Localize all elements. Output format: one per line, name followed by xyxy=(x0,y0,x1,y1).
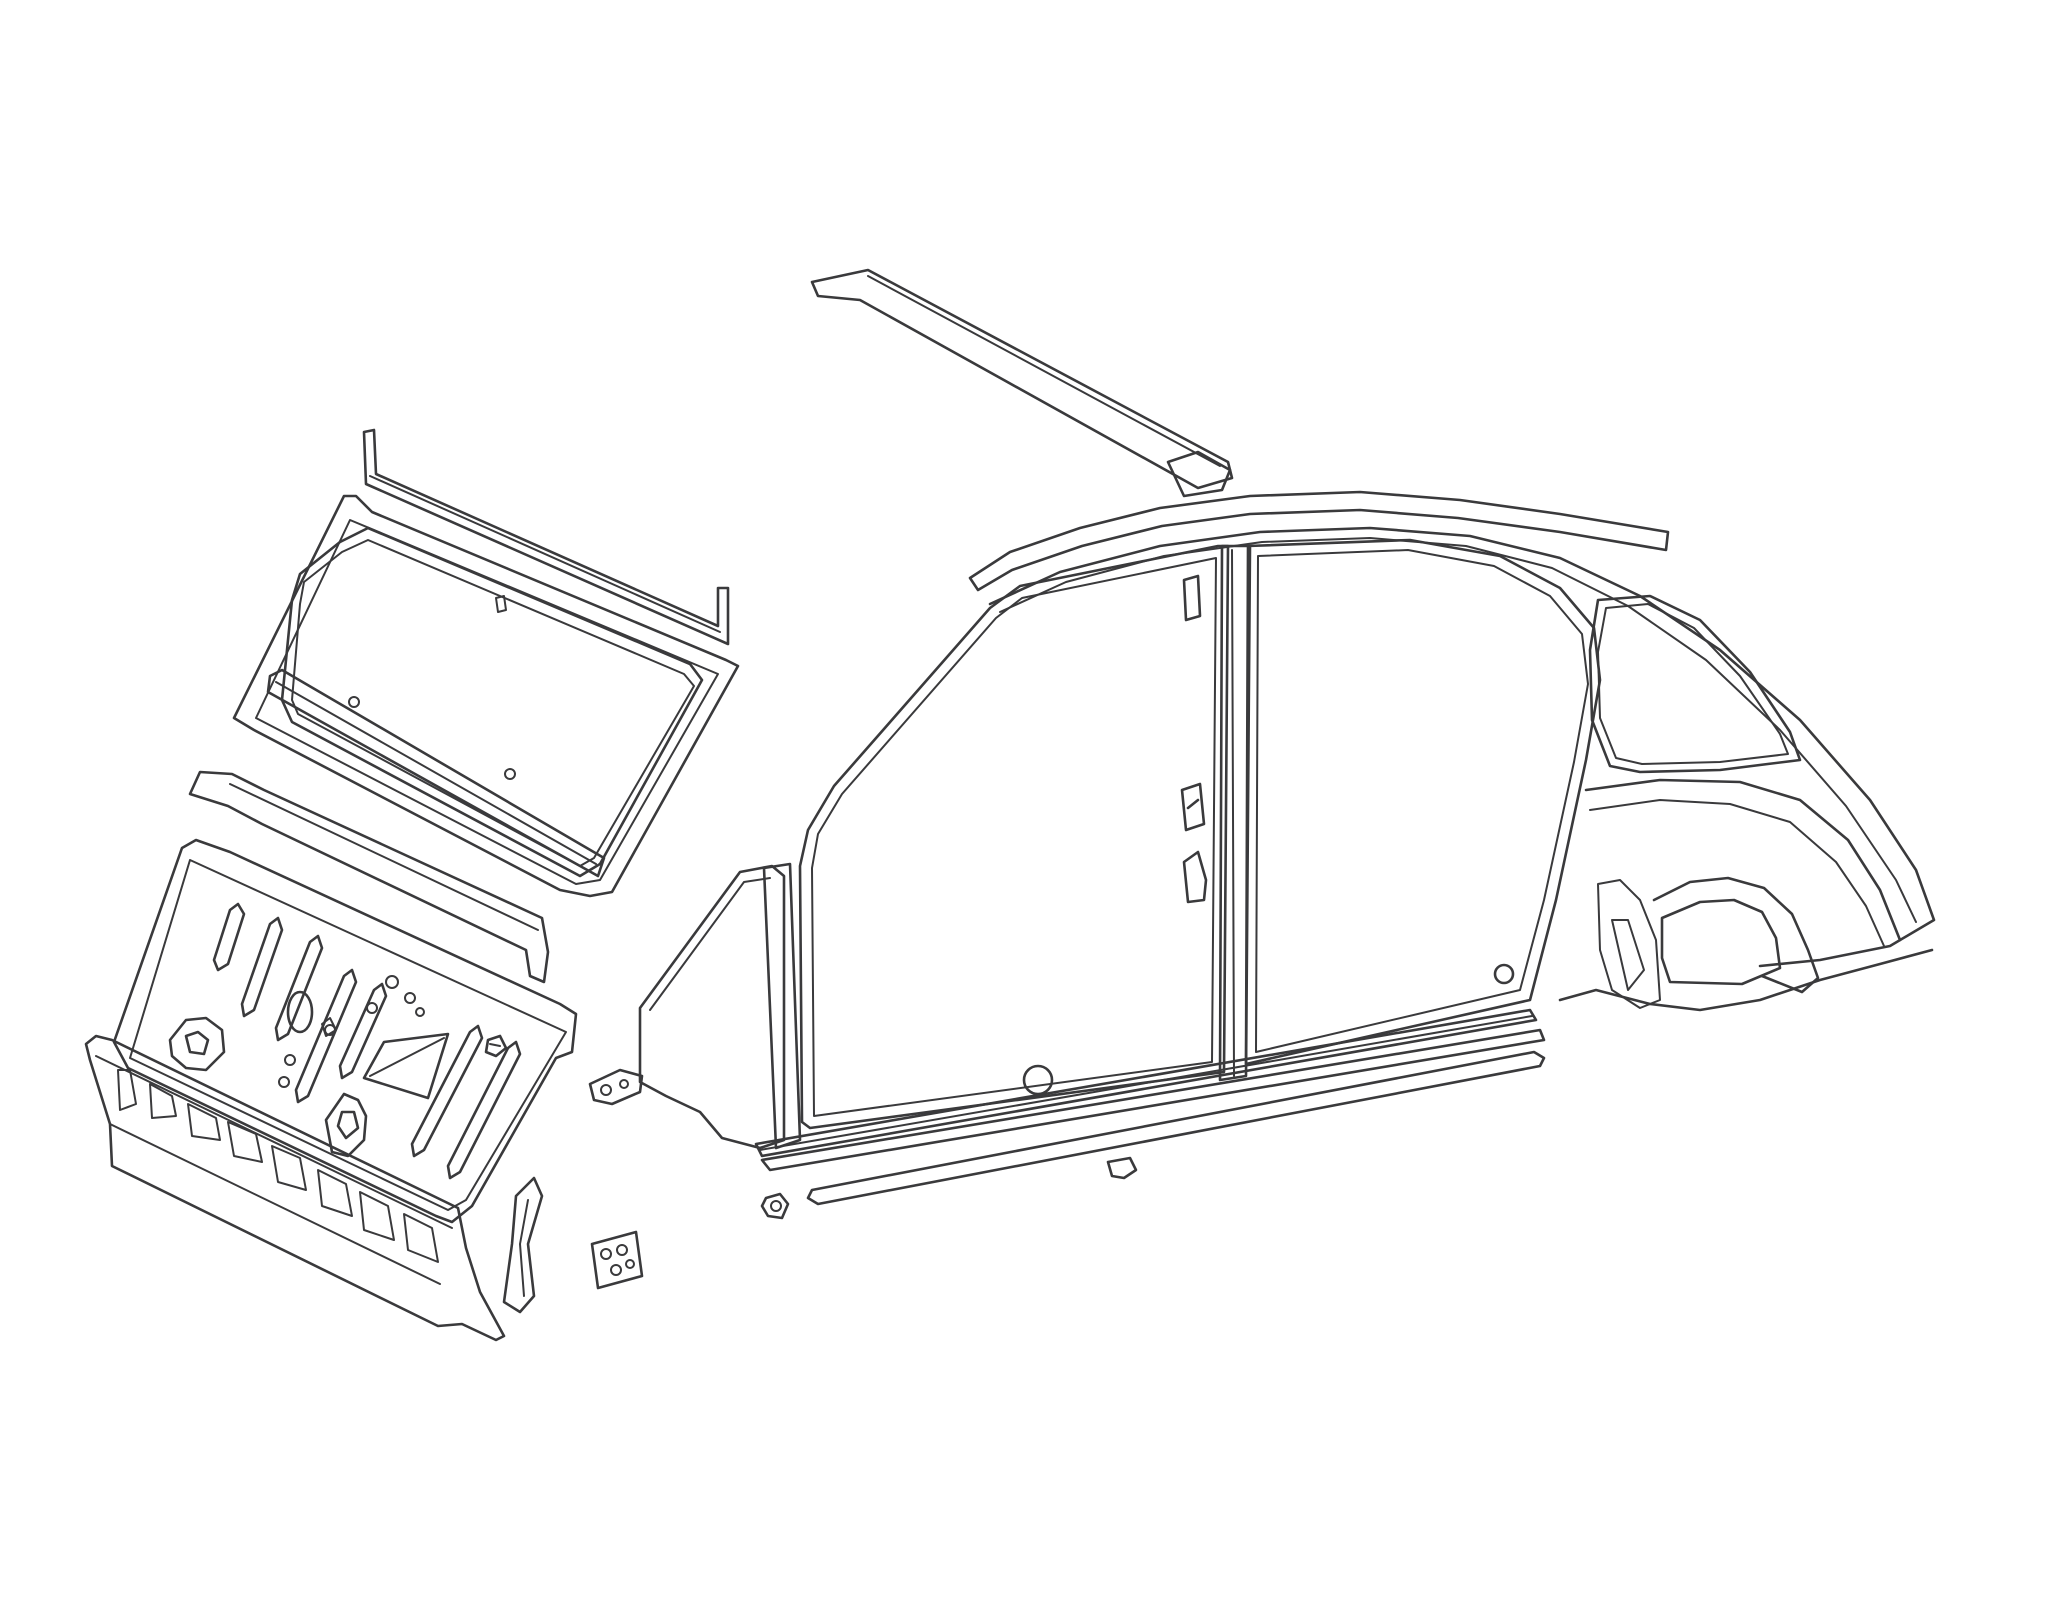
front-door-opening xyxy=(798,544,1230,1130)
door-openings xyxy=(754,538,1602,1172)
mounting-plate xyxy=(590,1230,644,1290)
b-pillar xyxy=(1218,544,1252,1082)
rear-valance xyxy=(84,1034,506,1342)
body-side-panel xyxy=(968,490,1936,1012)
cross-member-bar xyxy=(188,770,550,984)
front-pillar-panel xyxy=(638,862,802,1150)
sill-clip xyxy=(1106,1156,1138,1180)
door-sill xyxy=(754,1008,1538,1158)
plug-fitting xyxy=(760,1192,790,1220)
rear-parcel-shelf-frame xyxy=(232,494,740,898)
small-bracket xyxy=(588,1068,644,1106)
roof-rail xyxy=(810,268,1234,498)
parcel-shelf-top-rail xyxy=(362,428,730,646)
rear-door-opening xyxy=(1244,538,1602,1066)
angle-bracket xyxy=(502,1176,544,1314)
sill-strip xyxy=(806,1050,1546,1206)
rear-floor-pan xyxy=(112,838,578,1224)
